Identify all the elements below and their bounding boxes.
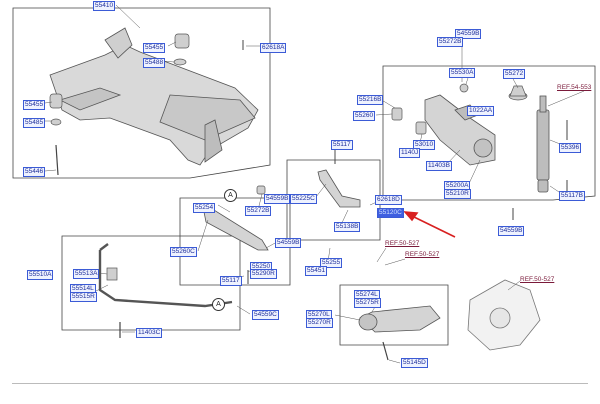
part-55270r[interactable]: 55270R — [306, 318, 333, 328]
part-55145d[interactable]: 55145D — [401, 358, 428, 368]
ref-50-527[interactable]: REF.50-527 — [405, 251, 440, 258]
part-55260[interactable]: 55260 — [353, 111, 376, 121]
part-55117[interactable]: 55117 — [331, 140, 353, 150]
shock-absorber-drawing — [536, 95, 550, 193]
part-55117b[interactable]: 55117B — [559, 191, 585, 201]
part-54559b[interactable]: 54559B — [455, 29, 482, 39]
upper-arm-drawing — [317, 169, 361, 208]
part-55272[interactable]: 55272 — [503, 69, 526, 79]
callout-a: A — [212, 298, 225, 311]
subframe-box — [12, 7, 271, 179]
part-55485[interactable]: 55485 — [23, 118, 46, 128]
part-55451[interactable]: 55451 — [305, 266, 328, 276]
part-53010[interactable]: 53010 — [413, 140, 436, 150]
part-55210r[interactable]: 55210R — [444, 189, 471, 199]
part-11403c[interactable]: 11403C — [136, 328, 163, 338]
part-55138b[interactable]: 55138B — [334, 222, 361, 232]
part-55510a[interactable]: 55510A — [27, 270, 54, 280]
rear-subframe-drawing — [49, 27, 259, 166]
part-55455[interactable]: 55455 — [143, 43, 166, 53]
callout-a: A — [224, 189, 237, 202]
part-55272b[interactable]: 55272B — [245, 206, 272, 216]
part-55225c[interactable]: 55225C — [290, 194, 317, 204]
part-55275r[interactable]: 55275R — [354, 298, 381, 308]
part-55410[interactable]: 55410 — [93, 1, 116, 11]
part-55530a[interactable]: 55530A — [449, 68, 476, 78]
part-1022aa[interactable]: 1022AA — [467, 106, 495, 116]
part-54559c[interactable]: 54559C — [252, 310, 279, 320]
part-55290r[interactable]: 55290R — [250, 269, 277, 279]
part-54559b[interactable]: 54559B — [498, 226, 525, 236]
part-55260c[interactable]: 55260C — [170, 247, 197, 257]
bushing-box — [339, 284, 449, 346]
knuckle-drawing — [467, 279, 541, 351]
ref-50-527[interactable]: REF.50-527 — [520, 276, 555, 283]
ref-54-553[interactable]: REF.54-553 — [557, 84, 592, 91]
pointer-arrow — [403, 211, 456, 238]
part-55513a[interactable]: 55513A — [73, 269, 100, 279]
part-55446[interactable]: 55446 — [23, 167, 46, 177]
bushing-arm-drawing — [358, 305, 441, 333]
part-55455[interactable]: 55455 — [23, 100, 46, 110]
part-55117[interactable]: 55117 — [220, 276, 242, 286]
part-55120c-highlighted[interactable]: 55120C — [377, 208, 404, 218]
bottom-divider — [12, 383, 588, 384]
subframe-bushings — [49, 33, 190, 126]
part-55515r[interactable]: 55515R — [70, 292, 97, 302]
stabilizer-box — [61, 235, 241, 331]
part-54559b[interactable]: 54559B — [275, 238, 302, 248]
part-55272b[interactable]: 55272B — [437, 37, 464, 47]
part-55396[interactable]: 55396 — [559, 143, 582, 153]
part-55255[interactable]: 55255 — [320, 258, 343, 268]
part-54559b[interactable]: 54559B — [264, 194, 291, 204]
part-1140j[interactable]: 1140J — [399, 148, 421, 158]
part-55254[interactable]: 55254 — [193, 203, 216, 213]
lower-arm-drawing — [203, 209, 269, 251]
part-62618d[interactable]: 62618D — [375, 195, 402, 205]
upper-arm-box — [286, 159, 381, 241]
part-11403b[interactable]: 11403B — [426, 161, 452, 171]
part-62618a[interactable]: 62618A — [260, 43, 287, 53]
part-55216b[interactable]: 55216B — [357, 95, 384, 105]
part-55488[interactable]: 55488 — [143, 58, 166, 68]
stabilizer-bar-drawing — [98, 243, 233, 308]
ref-50-527[interactable]: REF.50-527 — [385, 240, 420, 247]
